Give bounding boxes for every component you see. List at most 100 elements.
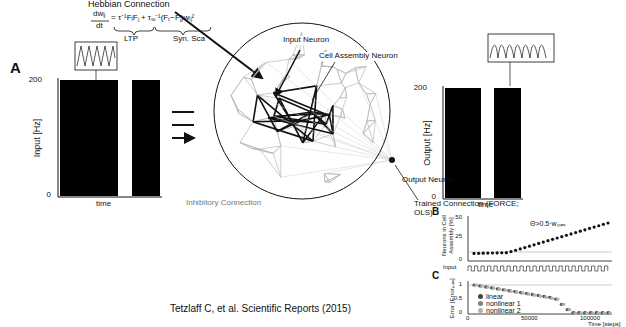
network-boundary <box>214 23 390 199</box>
label: 200 <box>29 76 42 85</box>
network-connection <box>373 121 375 143</box>
network-connection <box>231 95 239 113</box>
trained-connection <box>312 112 392 160</box>
data-point <box>546 239 549 242</box>
legend-entry: linear <box>478 293 503 301</box>
data-point <box>609 312 612 315</box>
assembly-connection <box>268 118 326 124</box>
label: Hebbian Connection <box>88 0 170 10</box>
data-point <box>482 252 485 255</box>
network-connection <box>345 88 346 98</box>
network-connection <box>289 55 293 60</box>
network-connection <box>370 94 376 104</box>
network-connection <box>231 77 244 95</box>
legend-text: nonlinear 1 <box>486 300 521 308</box>
network-connection <box>325 174 341 181</box>
data-point <box>583 228 586 231</box>
legend-entry: nonlinear 2 <box>478 307 521 315</box>
network-connection <box>260 149 281 177</box>
label: Output Neuron <box>402 176 454 185</box>
data-point <box>491 251 494 254</box>
label: 0 <box>466 315 469 322</box>
network-connection <box>367 120 375 121</box>
brace <box>114 27 154 35</box>
network-connection <box>251 62 266 79</box>
network-connection <box>239 113 253 122</box>
data-point <box>481 284 484 287</box>
label: Time [steps] <box>588 321 620 327</box>
label: 25 <box>455 233 462 240</box>
label: dt <box>96 22 103 31</box>
network-connection <box>244 77 252 79</box>
data-point <box>603 312 606 315</box>
data-point <box>551 238 554 241</box>
data-point <box>504 289 507 292</box>
data-point <box>509 250 512 253</box>
data-point <box>551 297 554 300</box>
network-connection <box>251 79 257 95</box>
network-connection <box>251 64 262 79</box>
network-connection <box>345 88 346 98</box>
trained-connection <box>295 127 392 160</box>
label: Neurons in Cell Assembly [%] <box>441 212 454 260</box>
network-connection <box>324 173 340 175</box>
network-connection <box>366 93 376 94</box>
network-connection <box>366 93 376 94</box>
data-point <box>556 298 559 301</box>
trained-connection <box>281 146 392 160</box>
label: Input Neuron <box>282 36 330 45</box>
network-connection <box>366 94 370 104</box>
network-connection <box>240 143 260 150</box>
data-point <box>498 287 501 290</box>
label: Trained Connection (FORCE; OLS) <box>414 200 526 218</box>
data-point <box>514 249 517 252</box>
data-point <box>523 246 526 249</box>
data-point <box>519 247 522 250</box>
network-connection <box>324 173 340 175</box>
data-point <box>579 230 582 233</box>
network-connection <box>244 77 258 95</box>
network-connection <box>240 143 260 150</box>
network-connection <box>340 97 347 99</box>
assembly-connection <box>253 95 257 122</box>
legend-text: linear <box>486 293 503 301</box>
assembly-connection <box>257 95 277 131</box>
data-point <box>510 290 513 293</box>
data-point <box>568 308 571 311</box>
network-connection <box>238 109 253 122</box>
trained-connection <box>324 160 392 174</box>
network-connection <box>340 88 345 98</box>
network-connection <box>325 174 341 181</box>
network-connection <box>251 64 262 79</box>
data-point <box>486 251 489 254</box>
data-point <box>505 251 508 254</box>
label: dwᵢⱼ <box>93 10 105 19</box>
label: time <box>478 201 493 210</box>
network-connection <box>330 174 341 182</box>
trained-connection <box>289 59 392 160</box>
network-connection <box>252 148 273 153</box>
network-connection <box>267 59 289 62</box>
network-connection <box>359 83 367 94</box>
label: C <box>432 270 439 281</box>
label: 0 <box>47 191 51 200</box>
legend-entry: nonlinear 1 <box>478 300 521 308</box>
label: Syn. Sca <box>173 35 205 44</box>
label: 0.5 <box>454 295 462 302</box>
data-point <box>597 312 600 315</box>
leader-line <box>312 62 335 100</box>
label: 1 <box>459 281 462 288</box>
network-connection <box>345 83 358 88</box>
network-connection <box>370 104 375 121</box>
trained-connection <box>274 116 392 160</box>
label: Input <box>443 264 456 271</box>
network-connection <box>346 67 366 74</box>
label: B <box>432 206 439 217</box>
label: 50000 <box>521 315 538 322</box>
label: 0 <box>432 193 436 202</box>
network-connection <box>299 55 305 59</box>
data-point <box>580 312 583 315</box>
network-connection <box>367 120 375 121</box>
data-point <box>477 252 480 255</box>
data-point <box>539 295 542 298</box>
